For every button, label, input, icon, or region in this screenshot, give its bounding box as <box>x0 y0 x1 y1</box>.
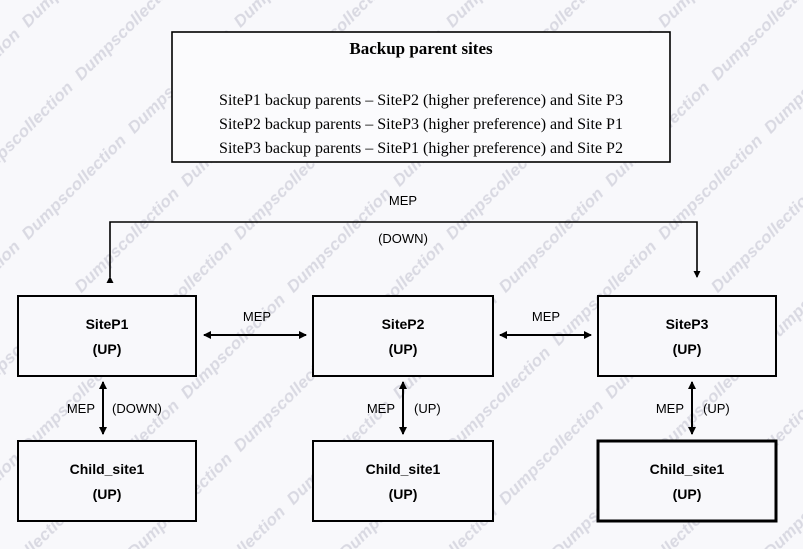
panel-line-1: SiteP1 backup parents – SiteP2 (higher p… <box>219 92 623 109</box>
child-site-2-box[interactable] <box>312 440 494 522</box>
child-site-2-name: Child_site1 <box>366 461 441 477</box>
top-bracket-connector: MEP (DOWN) <box>106 193 701 283</box>
child-site-3-state: (UP) <box>673 486 702 502</box>
panel-title: Backup parent sites <box>349 39 493 58</box>
parent-site-2-box[interactable] <box>312 295 494 377</box>
parent-site-3-name: SiteP3 <box>666 316 709 332</box>
parent-site-1-box[interactable] <box>17 295 197 377</box>
peer-link-1-label: MEP <box>243 309 271 324</box>
parent-site-1-state: (UP) <box>93 341 122 357</box>
child-site-2[interactable]: Child_site1 (UP) <box>312 440 494 522</box>
child-link-2-state: (UP) <box>414 401 441 416</box>
parent-site-3[interactable]: SiteP3 (UP) <box>597 295 777 377</box>
child-site-3-box[interactable] <box>596 439 778 523</box>
panel-line-3: SiteP3 backup parents – SiteP1 (higher p… <box>219 140 623 157</box>
child-site-3-name: Child_site1 <box>650 461 725 477</box>
parent-site-2[interactable]: SiteP2 (UP) <box>312 295 494 377</box>
top-connector-label-mep: MEP <box>389 193 417 208</box>
child-site-1[interactable]: Child_site1 (UP) <box>17 440 197 522</box>
parent-site-1[interactable]: SiteP1 (UP) <box>17 295 197 377</box>
child-link-3-protocol: MEP <box>656 401 684 416</box>
child-link-1: MEP (DOWN) <box>67 381 162 435</box>
child-link-2-protocol: MEP <box>367 401 395 416</box>
peer-link-2: MEP <box>499 309 592 339</box>
panel-line-2: SiteP2 backup parents – SiteP3 (higher p… <box>219 116 623 133</box>
child-link-3: MEP (UP) <box>656 381 730 435</box>
child-site-1-box[interactable] <box>17 440 197 522</box>
child-site-1-name: Child_site1 <box>70 461 145 477</box>
backup-parent-sites-panel: Backup parent sites SiteP1 backup parent… <box>171 31 671 163</box>
child-site-1-state: (UP) <box>93 486 122 502</box>
parent-site-3-state: (UP) <box>673 341 702 357</box>
child-site-3[interactable]: Child_site1 (UP) <box>596 439 778 523</box>
child-link-1-protocol: MEP <box>67 401 95 416</box>
child-site-2-state: (UP) <box>389 486 418 502</box>
parent-site-3-box[interactable] <box>597 295 777 377</box>
top-connector-label-state: (DOWN) <box>378 231 428 246</box>
child-link-1-state: (DOWN) <box>112 401 162 416</box>
child-link-2: MEP (UP) <box>367 381 441 435</box>
child-link-3-state: (UP) <box>703 401 730 416</box>
parent-site-2-state: (UP) <box>389 341 418 357</box>
peer-link-1: MEP <box>203 309 307 339</box>
parent-site-1-name: SiteP1 <box>86 316 129 332</box>
peer-link-2-label: MEP <box>532 309 560 324</box>
parent-site-2-name: SiteP2 <box>382 316 425 332</box>
